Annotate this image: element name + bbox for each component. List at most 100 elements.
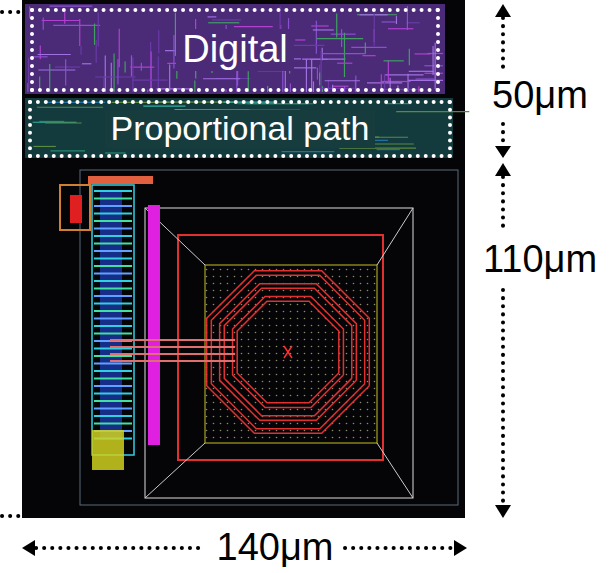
device-stripe bbox=[94, 393, 132, 395]
routing-wire bbox=[415, 53, 431, 54]
device-stripe bbox=[94, 408, 132, 410]
device-stripe bbox=[94, 333, 132, 335]
device-stripe bbox=[94, 423, 132, 425]
routing-wire bbox=[325, 80, 360, 81]
cap-bank bbox=[92, 430, 124, 470]
routing-wire bbox=[409, 71, 434, 72]
arrowhead bbox=[22, 540, 35, 556]
routing-wire bbox=[319, 72, 320, 85]
device-stripe bbox=[94, 310, 132, 312]
routing-wire bbox=[317, 68, 318, 80]
routing-wire bbox=[203, 78, 240, 79]
routing-wire bbox=[151, 52, 152, 89]
routing-wire bbox=[53, 25, 100, 26]
routing-wire bbox=[382, 21, 396, 22]
routing-wire bbox=[38, 54, 71, 55]
routing-wire bbox=[125, 61, 126, 72]
routing-wire bbox=[351, 47, 386, 48]
metal-bar bbox=[148, 205, 160, 445]
region-box: Digital bbox=[30, 8, 440, 92]
routing-texture bbox=[28, 6, 469, 153]
routing-wire bbox=[158, 56, 159, 89]
device-stripe bbox=[94, 273, 132, 275]
dimension-line bbox=[501, 18, 505, 68]
routing-wire bbox=[295, 39, 305, 40]
routing-wire bbox=[208, 22, 239, 23]
device-stripe bbox=[94, 303, 132, 305]
routing-wire bbox=[388, 60, 389, 82]
pad bbox=[70, 195, 82, 223]
dimension-line bbox=[501, 290, 505, 505]
corner-line bbox=[145, 443, 205, 498]
routing-wire bbox=[150, 42, 151, 87]
supply-bar bbox=[88, 176, 153, 184]
routing-wire bbox=[212, 19, 241, 20]
arrowhead bbox=[495, 505, 511, 518]
routing-wire bbox=[332, 86, 348, 87]
routing-wire bbox=[234, 26, 273, 27]
region-box: Proportional path bbox=[28, 100, 452, 158]
proportional-region bbox=[25, 98, 453, 158]
dotted-marker bbox=[2, 514, 22, 518]
device-stripe bbox=[94, 243, 132, 245]
routing-wire bbox=[311, 60, 312, 92]
routing-wire bbox=[336, 13, 337, 37]
routing-wire bbox=[377, 149, 400, 150]
dimension-label: 50μm bbox=[489, 75, 591, 117]
die-background bbox=[22, 0, 465, 518]
device-stripe bbox=[94, 250, 132, 252]
device-stripe bbox=[94, 228, 132, 230]
device-stripe bbox=[94, 198, 132, 200]
routing-wire bbox=[49, 64, 50, 92]
digital-region bbox=[25, 4, 445, 94]
coil-feed bbox=[110, 360, 235, 362]
arrowhead bbox=[495, 163, 511, 176]
routing-wire bbox=[39, 121, 64, 122]
routing-wire bbox=[385, 74, 423, 75]
routing-wire bbox=[98, 13, 99, 47]
routing-wire bbox=[117, 59, 118, 85]
routing-wire bbox=[337, 63, 352, 64]
center-mark bbox=[284, 346, 292, 358]
device-stripes bbox=[94, 190, 132, 440]
routing-wire bbox=[281, 151, 334, 152]
routing-wire bbox=[388, 28, 413, 29]
routing-wire bbox=[313, 29, 334, 30]
routing-wire bbox=[383, 60, 403, 61]
device-stripe bbox=[94, 220, 132, 222]
routing-wire bbox=[111, 63, 112, 89]
routing-wire bbox=[141, 63, 142, 71]
routing-wire bbox=[50, 150, 85, 151]
routing-wire bbox=[316, 21, 317, 54]
arrowhead bbox=[495, 146, 511, 158]
device-stripe bbox=[94, 385, 132, 387]
routing-wire bbox=[131, 55, 132, 76]
routing-wire bbox=[105, 152, 126, 153]
routing-wire bbox=[374, 13, 375, 46]
region-label: Proportional path bbox=[105, 110, 376, 147]
device-stripe bbox=[94, 190, 132, 192]
routing-wire bbox=[357, 14, 397, 15]
inductor-coil bbox=[207, 271, 370, 434]
coil-turn bbox=[233, 297, 344, 408]
corner-line bbox=[377, 443, 413, 498]
routing-wire bbox=[132, 79, 167, 80]
coil-turn bbox=[207, 271, 370, 434]
routing-wire bbox=[40, 45, 41, 59]
device-outline bbox=[92, 185, 134, 455]
dimension-label: 110μm bbox=[480, 239, 600, 281]
dimension-line bbox=[36, 546, 205, 550]
routing-wire bbox=[321, 51, 322, 92]
device-stripe bbox=[94, 370, 132, 372]
routing-wire bbox=[95, 76, 136, 77]
routing-wire bbox=[96, 40, 97, 63]
device-stripe bbox=[94, 415, 132, 417]
routing-wire bbox=[143, 106, 185, 107]
routing-wire bbox=[360, 14, 388, 15]
device-stripe bbox=[94, 400, 132, 402]
dimension-line bbox=[501, 177, 505, 230]
device-stripe bbox=[94, 205, 132, 207]
routing-wire bbox=[169, 65, 170, 92]
routing-wire bbox=[42, 20, 80, 21]
